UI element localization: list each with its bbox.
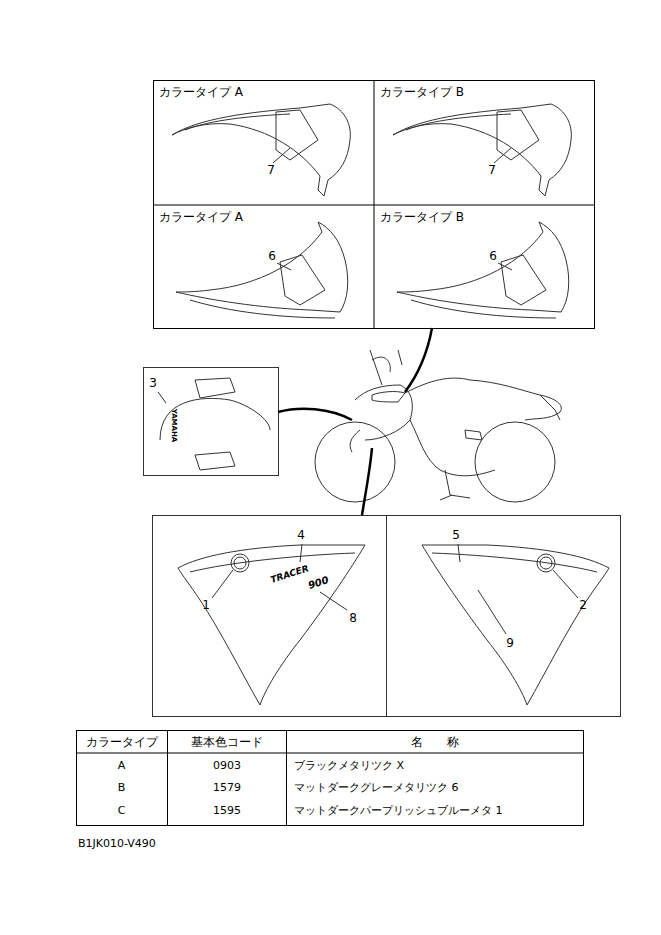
- callout-number: 1: [202, 599, 210, 611]
- table-header: 基本色コード: [191, 736, 263, 748]
- panel-heading: カラータイプ A: [159, 209, 243, 226]
- callout-number: 6: [268, 250, 276, 262]
- table-cell: ブラックメタリツク X: [294, 760, 404, 771]
- color-type-panel: カラータイプ A: [153, 205, 374, 328]
- callout-number: 7: [488, 164, 496, 176]
- callout-number: 8: [349, 612, 357, 624]
- color-type-panel: カラータイプ B: [374, 80, 595, 205]
- table-cell: マットダークパープリッシュブルーメタ 1: [294, 805, 503, 816]
- panel-heading: カラータイプ B: [380, 84, 464, 101]
- table-cell: 0903: [213, 760, 241, 771]
- decal-text: 900: [307, 575, 330, 591]
- callout-number: 2: [579, 599, 587, 611]
- color-type-panel: カラータイプ B: [374, 205, 595, 328]
- callout-number: 9: [506, 637, 514, 649]
- decal-text: TRACER: [270, 564, 310, 585]
- callout-number: 6: [489, 250, 497, 262]
- drawing-code: B1JK010-V490: [78, 838, 156, 849]
- callout-number: 5: [452, 529, 460, 541]
- table-cell: 1595: [213, 805, 241, 816]
- callout-number: 3: [149, 377, 157, 389]
- panel-heading: カラータイプ B: [380, 209, 464, 226]
- table-cell: B: [118, 782, 126, 793]
- table-header: カラータイプ: [86, 736, 158, 748]
- table-cell: 1579: [213, 782, 241, 793]
- table-cell: マットダークグレーメタリツク 6: [294, 782, 459, 793]
- callout-number: 4: [297, 529, 305, 541]
- decal-text: YAMAHA: [170, 408, 177, 441]
- callout-number: 7: [267, 164, 275, 176]
- color-type-panel: カラータイプ A: [153, 80, 374, 205]
- table-cell: A: [118, 760, 126, 771]
- table-header: 名 称: [411, 736, 459, 748]
- panel-heading: カラータイプ A: [159, 84, 243, 101]
- table-cell: C: [118, 805, 126, 816]
